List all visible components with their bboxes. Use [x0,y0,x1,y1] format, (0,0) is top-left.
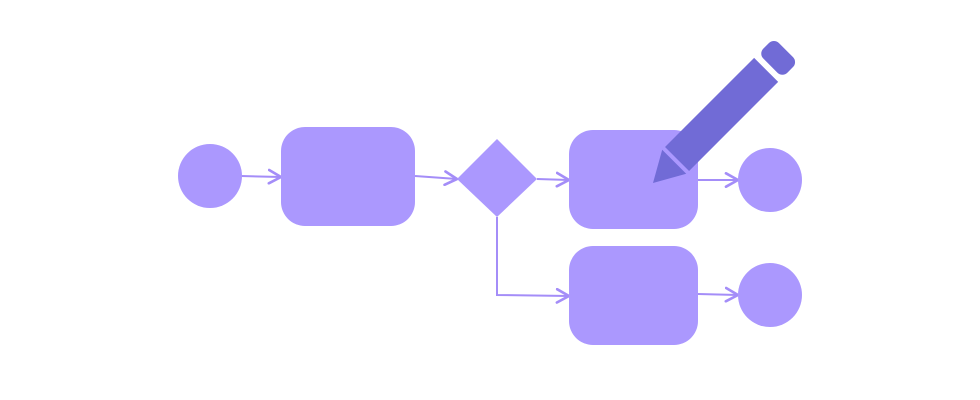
pencil-body [665,57,779,171]
edge-decision-to-process-2-top [536,171,571,188]
process-node-2-bottom [569,246,698,345]
start-node [178,144,242,208]
connectors [240,168,740,304]
edge-start-to-process-1 [240,168,283,185]
edge-decision-to-process-2-bottom [496,217,571,304]
process-node-1 [281,127,415,226]
end-node-top [738,148,802,212]
decision-node [457,139,537,217]
pencil-eraser [761,40,796,75]
edge-process-2-bottom-to-end-bottom [697,286,740,303]
pencil-tip [653,149,687,183]
nodes [178,127,802,345]
pencil-icon [653,40,796,183]
end-node-bottom [738,263,802,327]
edge-process-1-to-decision [414,170,459,187]
